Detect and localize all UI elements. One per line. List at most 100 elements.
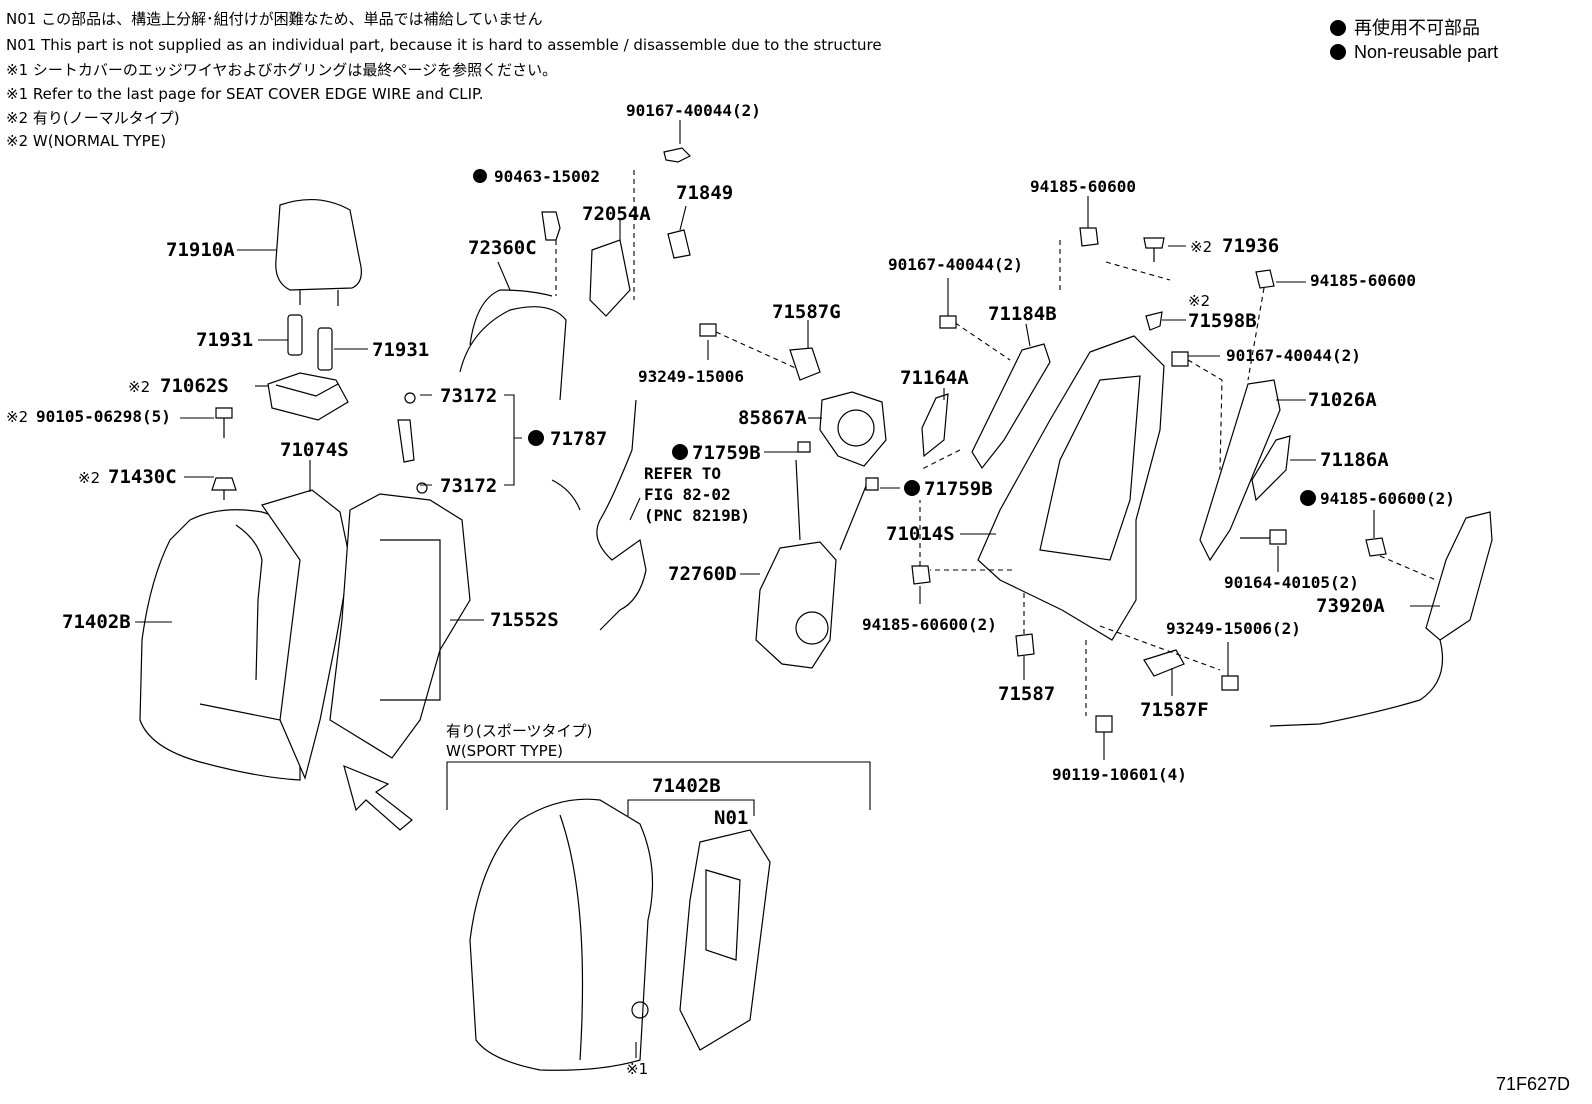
label-71186a: 71186A: [1320, 449, 1389, 471]
nut-94185-lower-drawing: [911, 500, 931, 585]
bolt-90119-drawing: [1085, 640, 1113, 733]
refer-line-3: (PNC 8219B): [644, 506, 750, 525]
back-board-drawing: [329, 493, 471, 759]
refer-line-2: FIG 82-02: [644, 485, 731, 504]
label-71430c: 71430C: [108, 466, 177, 488]
label-71587f: 71587F: [1140, 699, 1209, 721]
note-n01-jp: N01 この部品は、構造上分解･組付けが困難なため、単品では補給していません: [6, 10, 543, 28]
label-73172-bottom: 73172: [440, 475, 497, 497]
bracket-71587f-drawing: [1099, 625, 1239, 691]
clip-71598b-drawing: [1145, 311, 1163, 331]
rail-71184b-drawing: [919, 315, 1051, 471]
bolt-90167-right-drawing: [1171, 351, 1223, 471]
notes-block: N01 この部品は、構造上分解･組付けが困難なため、単品では補給していません N…: [6, 10, 882, 150]
label-71910a: 71910A: [166, 239, 235, 261]
panel-71164a-drawing: [921, 393, 949, 458]
recliner-72760d-drawing: [755, 441, 879, 669]
note-1-jp: ※1 シートカバーのエッジワイヤおよびホグリングは最終ページを参照ください。: [6, 61, 557, 79]
headrest-drawing: [275, 198, 362, 306]
pad-71587-drawing: [1015, 590, 1035, 657]
note-2-en: ※2 W(NORMAL TYPE): [6, 132, 166, 150]
label-71587g: 71587G: [772, 301, 841, 323]
non-reusable-bullet-icon: [528, 430, 544, 446]
label-71074s: 71074S: [280, 439, 349, 461]
leader-lines: [135, 120, 1440, 1058]
lever-72054a-drawing: [589, 147, 692, 317]
label-71787: 71787: [550, 428, 607, 450]
mark-2-71062s: ※2: [128, 378, 150, 396]
refer-line-1: REFER TO: [644, 464, 721, 483]
label-71936: 71936: [1222, 235, 1279, 257]
label-71598b: 71598B: [1188, 310, 1257, 332]
bolt-93249-drawing: [699, 323, 821, 381]
label-90167-40044-top: 90167-40044(2): [626, 101, 761, 120]
screw-71936-drawing: [1143, 237, 1165, 262]
sport-type-jp: 有り(スポーツタイプ): [446, 722, 592, 740]
label-71184b: 71184B: [988, 303, 1057, 325]
legend-en: Non-reusable part: [1354, 42, 1498, 62]
label-90164-40105: 90164-40105(2): [1224, 573, 1359, 592]
label-73172-top: 73172: [440, 385, 497, 407]
label-72760d: 72760D: [668, 563, 737, 585]
label-71931-left: 71931: [196, 329, 253, 351]
seatback-cover-drawing: [261, 489, 351, 780]
note-1-en: ※1 Refer to the last page for SEAT COVER…: [6, 85, 483, 103]
label-94185-60600-2-right: 94185-60600(2): [1320, 489, 1455, 508]
label-n01: N01: [714, 807, 748, 829]
non-reusable-bullet-icon: [672, 444, 688, 460]
non-reusable-bullet-icon: [473, 169, 487, 183]
tag-71849-drawing: [667, 229, 691, 259]
frame-71014s-drawing: [930, 227, 1171, 641]
harness-refer-drawing: [551, 399, 647, 631]
label-71759b-right: 71759B: [924, 478, 993, 500]
label-71402b: 71402B: [62, 611, 131, 633]
label-93249-15006-2: 93249-15006(2): [1166, 619, 1301, 638]
label-71931-right: 71931: [372, 339, 429, 361]
part-labels: 90167-40044(2) 90463-15002 71849 72054A …: [6, 101, 1570, 1094]
label-90105-06298: 90105-06298(5): [36, 407, 171, 426]
label-73920a: 73920A: [1316, 595, 1385, 617]
legend-bullet-icon: [1330, 44, 1346, 60]
label-71402b-sport: 71402B: [652, 775, 721, 797]
diagram-code: 71F627D: [1496, 1074, 1570, 1094]
label-94185-60600-right: 94185-60600: [1310, 271, 1416, 290]
non-reusable-bullet-icon: [1300, 490, 1316, 506]
mark-2-90105: ※2: [6, 408, 28, 426]
label-93249-15006: 93249-15006: [638, 367, 744, 386]
legend: 再使用不可部品 Non-reusable part: [1330, 18, 1498, 62]
label-90463-15002: 90463-15002: [494, 167, 600, 186]
sport-type-group: [446, 761, 871, 1071]
sport-type-en: W(SPORT TYPE): [446, 742, 563, 760]
seatback-pad-drawing: [139, 509, 311, 781]
label-71552s: 71552S: [490, 609, 559, 631]
arrow-pointer-drawing: [343, 764, 413, 831]
nut-94185-right-drawing: [1247, 269, 1275, 381]
label-85867a: 85867A: [738, 407, 807, 429]
mark-2-71430c: ※2: [78, 469, 100, 487]
label-71849: 71849: [676, 182, 733, 204]
label-90167-40044-right: 90167-40044(2): [1226, 346, 1361, 365]
trim-71026a-drawing: [1199, 379, 1281, 562]
label-71587: 71587: [998, 683, 1055, 705]
label-71164a: 71164A: [900, 367, 969, 389]
mark-2-71936: ※2: [1190, 238, 1212, 256]
legend-bullet-icon: [1330, 20, 1346, 36]
legend-jp: 再使用不可部品: [1354, 18, 1480, 38]
label-71026a: 71026A: [1308, 389, 1377, 411]
nut-94185-right-mid-drawing: [1365, 537, 1437, 581]
label-94185-60600-top: 94185-60600: [1030, 177, 1136, 196]
airbag-73920a-drawing: [1269, 511, 1493, 727]
bolt-90164-drawing: [1240, 529, 1287, 545]
label-71759b-left: 71759B: [692, 442, 761, 464]
speaker-85867a-drawing: [819, 391, 887, 467]
non-reusable-bullet-icon: [904, 480, 920, 496]
bracket-71062s-drawing: [267, 372, 349, 421]
headrest-supports-drawing: [287, 314, 333, 371]
label-72360c: 72360C: [468, 237, 537, 259]
label-71062s: 71062S: [160, 375, 229, 397]
label-71014s: 71014S: [886, 523, 955, 545]
label-90167-40044-mid: 90167-40044(2): [888, 255, 1023, 274]
label-94185-60600-2-left: 94185-60600(2): [862, 615, 997, 634]
